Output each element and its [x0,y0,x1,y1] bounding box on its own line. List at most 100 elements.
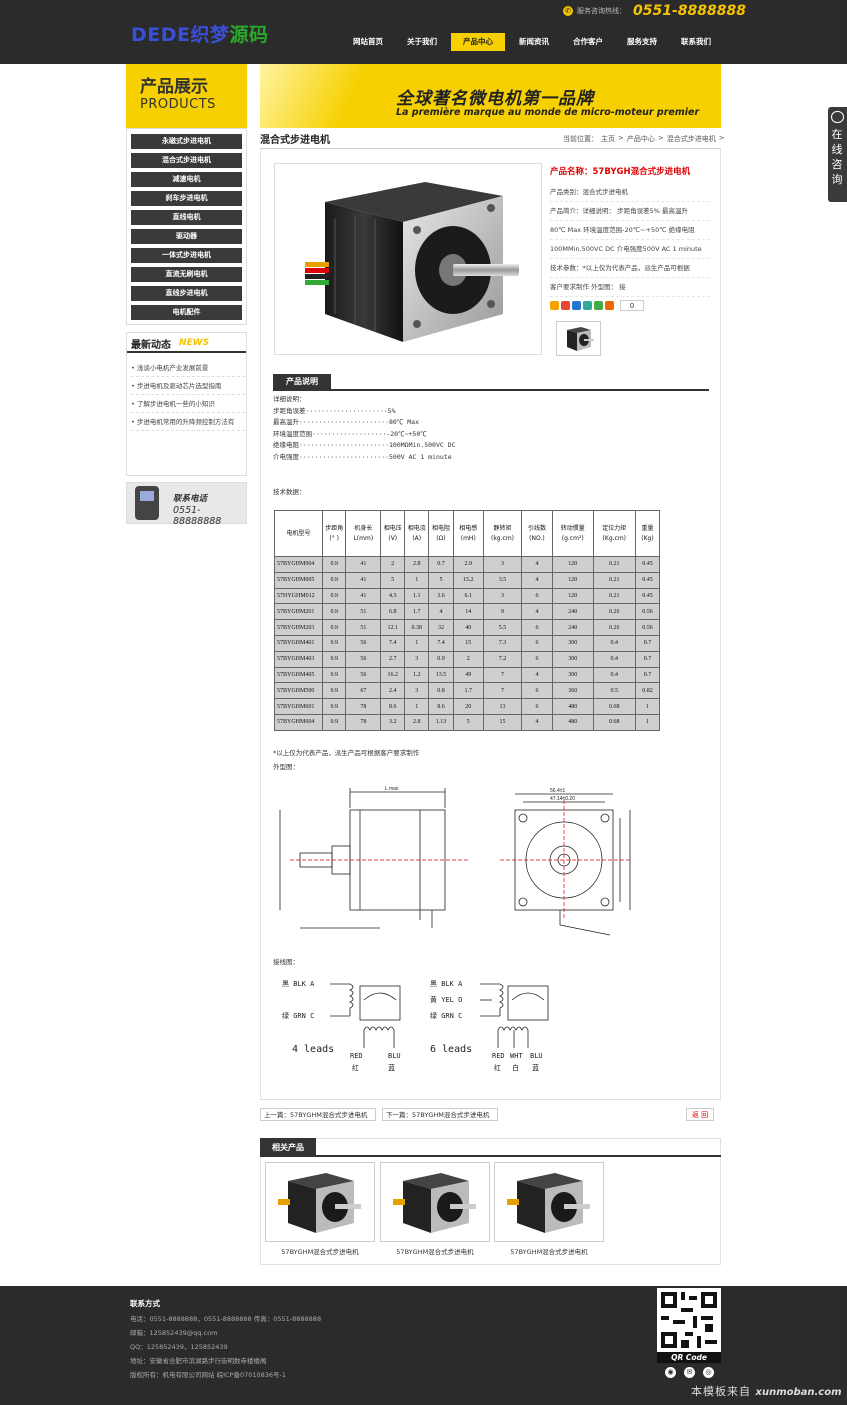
spec-cell: 4 [521,603,553,621]
spec-cell: 5 [428,571,454,589]
online-service-label: 在线咨询 [831,128,843,186]
wire4-label: 红 [352,1063,359,1072]
logo-text-2: 源码 [229,24,269,46]
dim-holes-text: 47.14±0.20 [550,796,575,802]
spec-cell: 40 [452,619,484,636]
share-weibo-icon[interactable] [561,301,570,310]
motor-image [393,1173,476,1233]
qr-label: QR Code [657,1352,721,1363]
spec-cell: 4 [521,556,553,573]
spec-cell: 4.3 [380,587,406,605]
nav-home[interactable]: 网站首页 [353,37,383,46]
spec-cell: 0.9 [321,603,347,621]
spec-cell: 57BYGHM601 [274,698,323,715]
nav-contact[interactable]: 联系我们 [681,37,711,46]
news-item[interactable]: • 步进电机及驱动芯片选型指南 [131,377,245,395]
dimension-label: 外型图： [273,763,299,771]
category-item[interactable]: 刹车步进电机 [131,191,242,206]
wire6-title: 6 leads [430,1044,472,1055]
spec-cell: 4 [521,571,553,589]
nav-support[interactable]: 服务支持 [627,37,657,46]
nav-about[interactable]: 关于我们 [407,37,437,46]
spec-cell: 2.4 [380,682,406,700]
news-item[interactable]: • 步进电机常用的升降频控制方法有 [131,413,245,431]
content-frame [260,149,721,1100]
related-product-caption[interactable]: 57BYGHM混合式步进电机 [510,1248,588,1256]
wire6-label: 白 [512,1063,519,1072]
related-product-image[interactable] [265,1162,375,1242]
site-header [0,0,847,64]
spec-cell: 120 [551,556,594,573]
spec-header: 转动惯量 (g.cm²) [551,510,594,557]
product-category: 产品类别：混合式步进电机 [550,183,710,202]
related-products-box [260,1138,721,1265]
category-item[interactable]: 混合式步进电机 [131,153,242,168]
nav-partners[interactable]: 合作客户 [573,37,603,46]
category-item[interactable]: 减速电机 [131,172,242,187]
category-item[interactable]: 直线步进电机 [131,286,242,301]
spec-cell: 1 [404,634,430,652]
tab-product-description[interactable]: 产品说明 [273,374,331,390]
category-item[interactable]: 直流无刷电机 [131,267,242,282]
share-renren-icon[interactable] [572,301,581,310]
news-item[interactable]: • 浅谈小电机产业发展前景 [131,359,245,377]
product-thumbnail[interactable] [556,321,601,356]
share-wechat-icon[interactable] [594,301,603,310]
contact-title: 联系电话 [173,494,208,504]
weibo-icon[interactable]: ◎ [703,1367,714,1378]
category-item[interactable]: 驱动器 [131,229,242,244]
phone-icon: ✆ [563,6,573,16]
news-item[interactable]: • 了解步进电机一些的小知识 [131,395,245,413]
breadcrumb-products[interactable]: 产品中心 [626,135,655,143]
spec-cell: 15.2 [452,571,484,589]
spec-cell: 0.9 [321,682,347,700]
description-divider [273,389,709,391]
related-product-image[interactable] [494,1162,604,1242]
spec-cell: 16.2 [380,666,406,684]
category-item[interactable]: 永磁式步进电机 [131,134,242,149]
breadcrumb-home[interactable]: 主页 [601,135,615,143]
spec-cell: 1.7 [452,682,484,700]
spec-cell: 360 [551,682,594,700]
related-product-caption[interactable]: 57BYGHM混合式步进电机 [281,1248,359,1256]
spec-cell: 0.9 [321,556,347,573]
nav-products[interactable]: 产品中心 [451,33,505,51]
wire4-label: RED [350,1052,363,1060]
qq-icon[interactable]: ◉ [665,1367,676,1378]
online-service-float[interactable]: 在线咨询 [828,107,847,202]
spec-cell: 0.9 [321,634,347,652]
back-button[interactable]: 返 回 [686,1108,714,1121]
spec-cell: 78 [345,698,382,715]
related-product-image[interactable] [380,1162,490,1242]
share-qzone-icon[interactable] [550,301,559,310]
share-tencent-icon[interactable] [583,301,592,310]
spec-header: 相电流 (A) [404,510,430,557]
qr-code [657,1288,721,1352]
nav-news[interactable]: 新闻资讯 [519,37,549,46]
category-item[interactable]: 直线电机 [131,210,242,225]
prev-article-link[interactable]: 上一篇：57BYGHM混合式步进电机 [260,1108,376,1121]
spec-cell: 51 [345,603,382,621]
category-item[interactable]: 电机配件 [131,305,242,320]
wiring-diagram: 黑 BLK A 绿 GRN C RED BLU 红 蓝 4 leads 黑 BL… [280,972,550,1078]
product-image[interactable] [274,163,542,355]
share-bar: 0 [550,300,644,311]
contact-box: 联系电话 0551-88888888 [126,482,247,527]
stepper-motor-image [305,182,519,342]
spec-cell: 300 [551,634,594,652]
next-article-link[interactable]: 下一篇：57BYGHM混合式步进电机 [382,1108,498,1121]
share-more-icon[interactable] [605,301,614,310]
title-divider [260,148,721,149]
spec-header: 步距角 (° ) [321,510,347,557]
wire6-label: 红 [494,1063,501,1072]
spec-cell: 0.21 [592,587,636,605]
site-logo[interactable]: DEDE织梦源码 [131,20,269,47]
category-item[interactable]: 一体式步进电机 [131,248,242,263]
email-icon[interactable]: ✉ [684,1367,695,1378]
spec-cell: 3 [404,650,430,668]
related-product-caption[interactable]: 57BYGHM混合式步进电机 [396,1248,474,1256]
related-title: 相关产品 [260,1138,316,1157]
breadcrumb-category[interactable]: 混合式步进电机 [666,135,716,143]
